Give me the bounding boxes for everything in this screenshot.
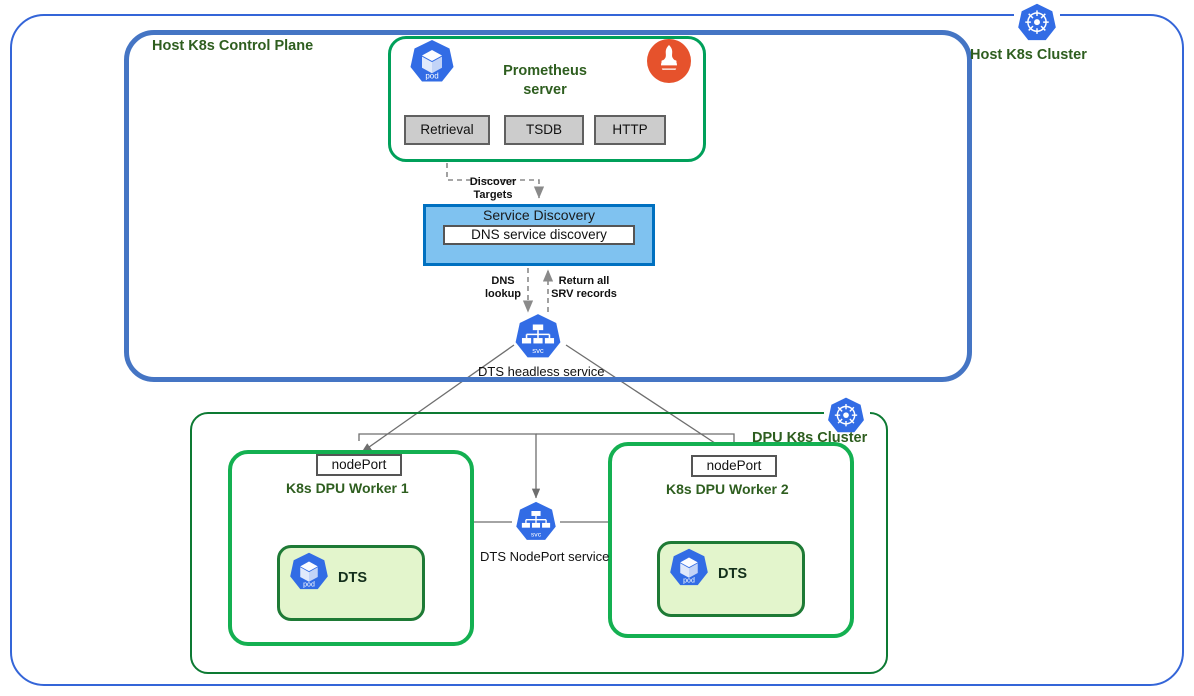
dns-lookup-line-1: DNS (491, 275, 515, 287)
nodeport-chip-worker-2[interactable]: nodePort (691, 455, 777, 477)
dns-lookup-line-2: lookup (484, 287, 522, 300)
return-srv-line-2: SRV records (551, 287, 617, 300)
dts-nodeport-service-label: DTS NodePort service (480, 549, 610, 564)
svc-icon-label: svc (531, 531, 542, 538)
pod-icon-dts-2: pod (668, 547, 710, 589)
prometheus-logo-icon (646, 38, 692, 84)
pod-icon-label: pod (303, 581, 315, 588)
edge-label-discover-targets: Discover Targets (461, 176, 525, 201)
dts-label-worker-2: DTS (718, 566, 747, 582)
prometheus-module-retrieval[interactable]: Retrieval (404, 115, 490, 145)
dpu-k8s-cluster-label: DPU K8s Cluster (752, 430, 868, 446)
prometheus-module-tsdb[interactable]: TSDB (504, 115, 584, 145)
discover-targets-line-1: Discover (469, 176, 517, 188)
host-k8s-control-plane-boundary (124, 30, 972, 382)
k8s-dpu-worker-1-label: K8s DPU Worker 1 (286, 480, 409, 496)
nodeport-chip-worker-1[interactable]: nodePort (316, 454, 402, 476)
pod-icon: pod (408, 38, 456, 86)
k8s-dpu-worker-2-label: K8s DPU Worker 2 (666, 481, 789, 497)
prometheus-title-line-2: server (523, 82, 567, 98)
prometheus-server-title: Prometheus server (470, 62, 620, 100)
dts-headless-service-label: DTS headless service (478, 364, 605, 379)
prometheus-module-http[interactable]: HTTP (594, 115, 666, 145)
svc-icon-headless: svc (513, 312, 563, 362)
pod-icon-dts-1: pod (288, 551, 330, 593)
svc-icon-label: svc (532, 346, 544, 355)
dns-service-discovery-chip[interactable]: DNS service discovery (443, 225, 635, 245)
kubernetes-helm-icon-host (1016, 2, 1058, 44)
host-k8s-cluster-boundary (10, 14, 1184, 686)
host-k8s-cluster-label: Host K8s Cluster (970, 47, 1087, 63)
discover-targets-line-2: Targets (473, 188, 513, 201)
service-discovery-title: Service Discovery (482, 207, 596, 223)
pod-icon-label: pod (425, 72, 438, 81)
prometheus-title-line-1: Prometheus (503, 63, 587, 79)
pod-icon-label: pod (683, 577, 695, 584)
edge-label-return-srv-records: Return all SRV records (548, 275, 620, 300)
dts-pod-box-worker-2 (657, 541, 805, 617)
svc-icon-nodeport: svc (514, 500, 558, 544)
dpu-k8s-cluster-boundary (190, 412, 888, 674)
dts-label-worker-1: DTS (338, 570, 367, 586)
return-srv-line-1: Return all (558, 275, 610, 287)
kubernetes-helm-icon-dpu (826, 396, 866, 436)
edge-label-dns-lookup: DNS lookup (480, 275, 526, 300)
host-k8s-control-plane-label: Host K8s Control Plane (152, 38, 314, 54)
